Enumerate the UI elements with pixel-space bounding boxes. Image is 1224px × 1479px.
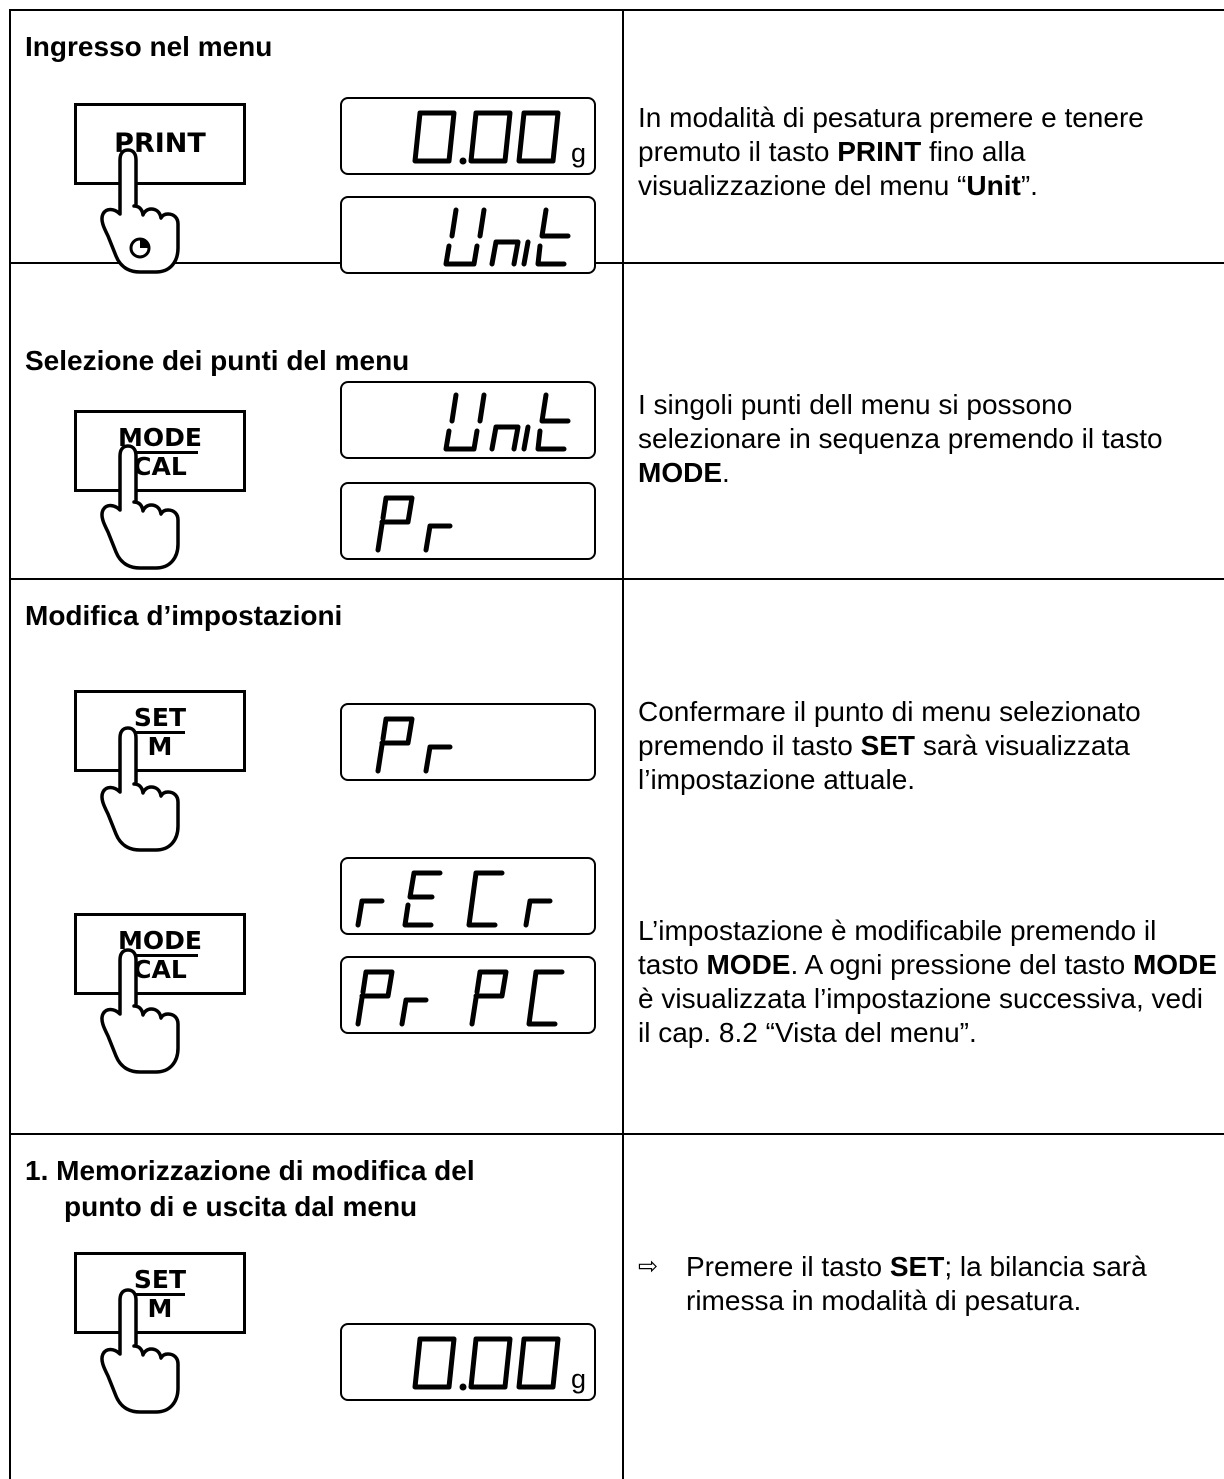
lcd-readout-unit [443, 207, 571, 267]
lcd-display [340, 956, 596, 1034]
section-heading: Modifica d’impostazioni [25, 600, 343, 631]
lcd-display [340, 482, 596, 560]
section-heading: Ingresso nel menu [25, 31, 273, 62]
unit-label: g [570, 1364, 586, 1394]
section-description: In modalità di pesatura premere e tenere… [638, 102, 1144, 201]
row-divider [9, 262, 1224, 264]
pointing-hand-icon [100, 444, 180, 570]
lcd-readout-recr [355, 870, 553, 928]
print-key-button[interactable]: PRINT [74, 103, 246, 185]
set-m-key-button[interactable]: SET M [74, 1252, 246, 1334]
arrow-right-icon: ⇨ [638, 1253, 659, 1280]
column-divider [622, 9, 624, 1479]
key-label-bottom: M [147, 732, 173, 761]
section-description: Premere il tasto SET; la bilancia sarà r… [686, 1251, 1147, 1316]
key-divider [122, 451, 198, 454]
lcd-display [340, 703, 596, 781]
key-label-bottom: CAL [133, 452, 187, 481]
pointing-hand-icon [100, 1288, 180, 1414]
key-label-top: SET [133, 703, 187, 732]
lcd-display: g [340, 1323, 596, 1401]
lcd-display [340, 196, 596, 274]
section-description: L’impostazione è modificabile premendo i… [638, 915, 1217, 1048]
lcd-display [340, 381, 596, 459]
lcd-display: g [340, 97, 596, 175]
lcd-readout-prpc [355, 969, 565, 1027]
lcd-readout-zero [412, 1336, 561, 1391]
section-heading: 1. Memorizzazione di modifica del [25, 1155, 475, 1186]
lcd-readout-zero [412, 110, 561, 165]
key-divider [135, 1293, 185, 1296]
instruction-table [9, 9, 1224, 1479]
row-divider [9, 1133, 1224, 1135]
lcd-display [340, 857, 596, 935]
row-divider [9, 578, 1224, 580]
clock-icon [140, 239, 149, 248]
key-label-bottom: CAL [133, 955, 187, 984]
pointing-hand-icon [100, 726, 180, 852]
section-description: Confermare il punto di menu selezionato … [638, 696, 1141, 795]
key-label-bottom: M [147, 1294, 173, 1323]
section-description: I singoli punti dell menu si possono sel… [638, 389, 1163, 488]
key-label-top: SET [133, 1265, 187, 1294]
key-divider [135, 731, 185, 734]
pointing-hand-icon [100, 148, 180, 274]
key-divider [122, 954, 198, 957]
section-heading-continued: punto di e uscita dal menu [64, 1191, 418, 1222]
unit-label: g [570, 138, 586, 168]
section-heading: Selezione dei punti del menu [25, 345, 410, 376]
lcd-readout-pr [375, 716, 453, 774]
set-m-key-button[interactable]: SET M [74, 690, 246, 772]
lcd-readout-pr [375, 495, 453, 553]
lcd-readout-unit [443, 392, 571, 452]
pointing-hand-icon [100, 948, 180, 1074]
